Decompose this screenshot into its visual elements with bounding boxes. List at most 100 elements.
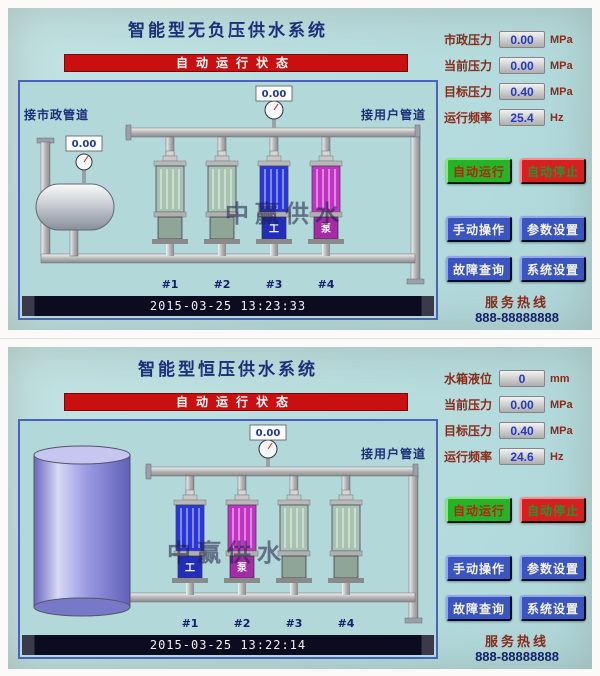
readout-unit: Hz bbox=[550, 111, 564, 124]
buffer-tank bbox=[35, 183, 115, 257]
auto-stop-button[interactable]: 自动停止 bbox=[520, 158, 586, 184]
diagram-area: 0.00 0.00 bbox=[18, 80, 438, 320]
readout-label: 水箱液位 bbox=[444, 372, 493, 386]
pump-1: #1 bbox=[152, 136, 188, 291]
user-pipe-label: 接用户管道 bbox=[360, 447, 426, 461]
pump-3-label: #3 bbox=[266, 278, 283, 291]
readout-label: 运行频率 bbox=[444, 111, 493, 125]
pump-2-label: #2 bbox=[234, 617, 251, 630]
parameter-settings-button[interactable]: 参数设置 bbox=[520, 216, 586, 242]
pump-2-badge: 泵 bbox=[237, 562, 248, 574]
user-pipe-label: 接用户管道 bbox=[360, 108, 426, 122]
pump-3: 工 #3 bbox=[256, 136, 292, 291]
page-title: 智能型恒压供水系统 bbox=[138, 360, 318, 379]
readout-row: 目标压力 0.40 MPa bbox=[444, 82, 590, 101]
auto-stop-button[interactable]: 自动停止 bbox=[520, 497, 586, 523]
municipal-pipe-label: 接市政管道 bbox=[24, 108, 90, 122]
auto-run-button[interactable]: 自动运行 bbox=[446, 158, 512, 184]
pump-1-badge: 工 bbox=[185, 563, 195, 574]
panel-photo-bottom: 智能型恒压供水系统 自动运行状态 bbox=[0, 338, 600, 676]
status-banner: 自动运行状态 bbox=[64, 54, 408, 72]
diagram-area: 0.00 工 bbox=[18, 419, 438, 659]
readout-value: 0.40 bbox=[499, 83, 545, 100]
readout-value: 0.00 bbox=[499, 396, 545, 413]
readout-row: 运行频率 25.4 Hz bbox=[444, 108, 590, 127]
readout-label: 当前压力 bbox=[444, 59, 493, 73]
readout-row: 运行频率 24.6 Hz bbox=[444, 447, 590, 466]
sidebar: 水箱液位 0 mm 当前压力 0.00 MPa 目标压力 0.40 MPa 运行… bbox=[442, 347, 592, 669]
tank-pressure-gauge: 0.00 bbox=[65, 135, 103, 184]
readout-label: 当前压力 bbox=[444, 398, 493, 412]
bottom-manifold-pipe bbox=[40, 253, 416, 264]
pump-1-label: #1 bbox=[182, 617, 199, 630]
system-settings-button[interactable]: 系统设置 bbox=[520, 256, 586, 282]
readout-label: 目标压力 bbox=[444, 424, 493, 438]
panel-photo-top: 智能型无负压供水系统 自动运行状态 bbox=[8, 8, 592, 330]
pump-2: 泵 #2 bbox=[224, 475, 260, 630]
hotline-label: 服务热线 bbox=[484, 295, 549, 310]
readout-value: 25.4 bbox=[499, 109, 545, 126]
manual-operation-button[interactable]: 手动操作 bbox=[446, 555, 512, 581]
pump-2: #2 bbox=[204, 136, 240, 291]
readout-value: 0.40 bbox=[499, 422, 545, 439]
bottom-manifold-pipe bbox=[123, 592, 416, 603]
tank-gauge-value: 0.00 bbox=[72, 139, 97, 150]
hmi-screen-2: 智能型恒压供水系统 自动运行状态 bbox=[8, 347, 592, 669]
readout-unit: MPa bbox=[550, 59, 573, 72]
fault-query-button[interactable]: 故障查询 bbox=[446, 256, 512, 282]
readout-unit: Hz bbox=[550, 450, 564, 463]
readout-value: 24.6 bbox=[499, 448, 545, 465]
readout-row: 目标压力 0.40 MPa bbox=[444, 421, 590, 440]
hotline-number: 888-88888888 bbox=[475, 310, 559, 325]
system-settings-button[interactable]: 系统设置 bbox=[520, 595, 586, 621]
pump-4: 泵 #4 bbox=[308, 136, 344, 291]
pump-3: #3 bbox=[276, 475, 312, 630]
auto-run-button[interactable]: 自动运行 bbox=[446, 497, 512, 523]
top-manifold-pipe bbox=[145, 463, 419, 480]
pump-1-label: #1 bbox=[162, 278, 179, 291]
readout-value: 0.00 bbox=[499, 31, 545, 48]
main-gauge-value: 0.00 bbox=[256, 428, 281, 439]
pump-2-label: #2 bbox=[214, 278, 231, 291]
readout-label: 市政压力 bbox=[444, 33, 493, 47]
right-riser-pipe bbox=[406, 136, 425, 285]
piping-diagram: 0.00 0.00 bbox=[35, 85, 425, 291]
readout-label: 目标压力 bbox=[444, 85, 493, 99]
readout-row: 水箱液位 0 mm bbox=[444, 369, 590, 388]
pump-4-label: #4 bbox=[338, 617, 355, 630]
page-title: 智能型无负压供水系统 bbox=[128, 21, 328, 40]
pump-3-badge: 工 bbox=[269, 224, 279, 235]
readout-unit: MPa bbox=[550, 85, 573, 98]
readout-label: 运行频率 bbox=[444, 450, 493, 464]
main-pressure-gauge: 0.00 bbox=[249, 424, 287, 467]
timestamp-bar: 2015-03-25 13:23:33 bbox=[22, 296, 434, 316]
piping-diagram: 0.00 工 bbox=[33, 424, 423, 630]
main-gauge-value: 0.00 bbox=[262, 89, 287, 100]
hmi-screen-1: 智能型无负压供水系统 自动运行状态 bbox=[8, 8, 592, 330]
readout-unit: MPa bbox=[550, 424, 573, 437]
readout-unit: MPa bbox=[550, 33, 573, 46]
fault-query-button[interactable]: 故障查询 bbox=[446, 595, 512, 621]
manual-operation-button[interactable]: 手动操作 bbox=[446, 216, 512, 242]
pump-1: 工 #1 bbox=[172, 475, 208, 630]
pump-4-badge: 泵 bbox=[321, 223, 332, 235]
hotline-label: 服务热线 bbox=[484, 634, 549, 649]
main-pressure-gauge: 0.00 bbox=[255, 85, 293, 128]
pump-3-label: #3 bbox=[286, 617, 303, 630]
status-banner: 自动运行状态 bbox=[64, 393, 408, 411]
readout-row: 当前压力 0.00 MPa bbox=[444, 395, 590, 414]
pump-4-label: #4 bbox=[318, 278, 335, 291]
water-tank bbox=[33, 445, 131, 617]
pump-4: #4 bbox=[328, 475, 364, 630]
readout-value: 0.00 bbox=[499, 57, 545, 74]
readout-value: 0 bbox=[499, 370, 545, 387]
readout-row: 市政压力 0.00 MPa bbox=[444, 30, 590, 49]
readout-unit: MPa bbox=[550, 398, 573, 411]
readout-unit: mm bbox=[550, 372, 570, 385]
readout-row: 当前压力 0.00 MPa bbox=[444, 56, 590, 75]
timestamp-bar: 2015-03-25 13:22:14 bbox=[22, 635, 434, 655]
hotline-number: 888-88888888 bbox=[475, 649, 559, 664]
right-riser-pipe bbox=[404, 475, 423, 624]
parameter-settings-button[interactable]: 参数设置 bbox=[520, 555, 586, 581]
sidebar: 市政压力 0.00 MPa 当前压力 0.00 MPa 目标压力 0.40 MP… bbox=[442, 8, 592, 330]
